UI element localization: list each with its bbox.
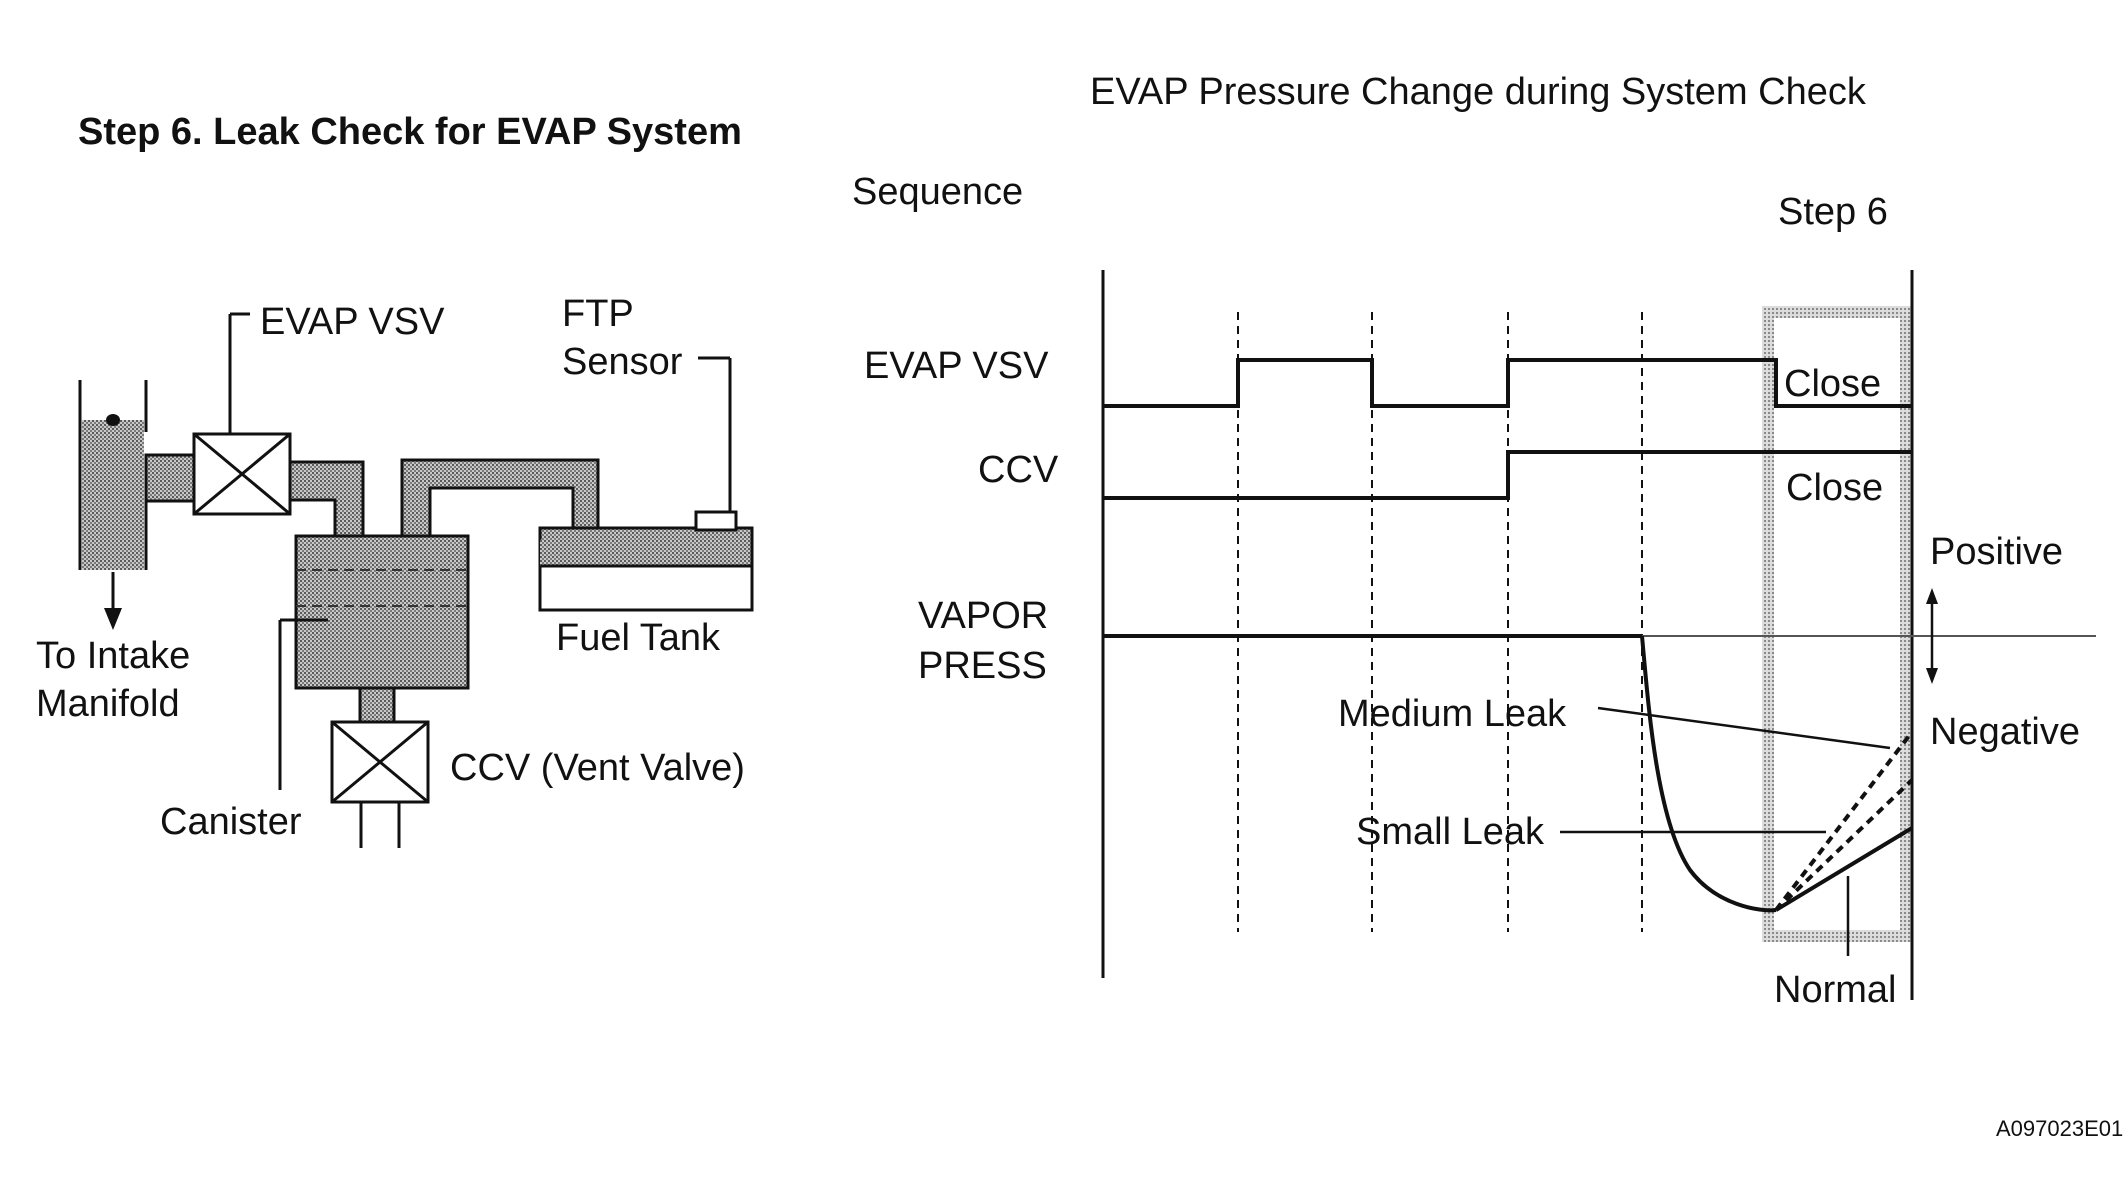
negative-label: Negative	[1930, 711, 2080, 753]
ccv-vent-valve-label: CCV (Vent Valve)	[450, 747, 745, 789]
positive-label: Positive	[1930, 531, 2063, 573]
evap-vsv-label: EVAP VSV	[260, 301, 445, 343]
arrow-up-icon	[1926, 588, 1938, 604]
evap-vsv-waveform	[1103, 358, 1912, 408]
medium-leak-curve	[1774, 730, 1914, 912]
normal-label: Normal	[1774, 969, 1896, 1011]
ftp-sensor-label-2: Sensor	[562, 341, 683, 383]
figure-id: A097023E01	[1996, 1116, 2123, 1141]
medium-leak-label: Medium Leak	[1338, 693, 1567, 735]
canister	[294, 534, 470, 690]
timing-chart: EVAP VSV CCV VAPOR PRESS Close Close Med…	[864, 270, 2096, 1011]
vapor-pressure-curve	[1640, 635, 1777, 913]
ftp-sensor	[694, 510, 738, 532]
to-intake-label-1: To Intake	[36, 635, 190, 677]
fuel-tank	[538, 510, 754, 612]
arrow-down-icon	[1926, 668, 1938, 684]
canister-label: Canister	[160, 801, 302, 843]
step-label: Step 6	[1778, 191, 1888, 233]
small-leak-label: Small Leak	[1356, 811, 1545, 853]
ftp-sensor-label-1: FTP	[562, 293, 634, 335]
fuel-tank-label: Fuel Tank	[556, 617, 721, 659]
evap-vsv-state: Close	[1784, 363, 1881, 405]
ccv-waveform	[1103, 450, 1912, 500]
row-label-vapor: VAPOR	[918, 595, 1048, 637]
ccv-state: Close	[1786, 467, 1883, 509]
row-label-press: PRESS	[918, 645, 1047, 687]
evap-schematic: EVAP VSV Fuel Tank FTP Sensor	[36, 293, 754, 848]
row-label-ccv: CCV	[978, 449, 1059, 491]
ccv-valve	[330, 720, 430, 804]
right-title: EVAP Pressure Change during System Check	[1090, 71, 1867, 113]
normal-curve	[1774, 826, 1914, 912]
sequence-label: Sequence	[852, 171, 1023, 213]
small-leak-curve	[1774, 778, 1914, 912]
left-title: Step 6. Leak Check for EVAP System	[78, 111, 742, 153]
to-intake-label-2: Manifold	[36, 683, 180, 725]
row-label-evap-vsv: EVAP VSV	[864, 345, 1049, 387]
evap-vsv-valve	[192, 432, 292, 516]
arrow-down-icon	[104, 608, 122, 630]
step6-band	[1762, 306, 1912, 942]
intake-manifold-fill	[82, 420, 144, 570]
